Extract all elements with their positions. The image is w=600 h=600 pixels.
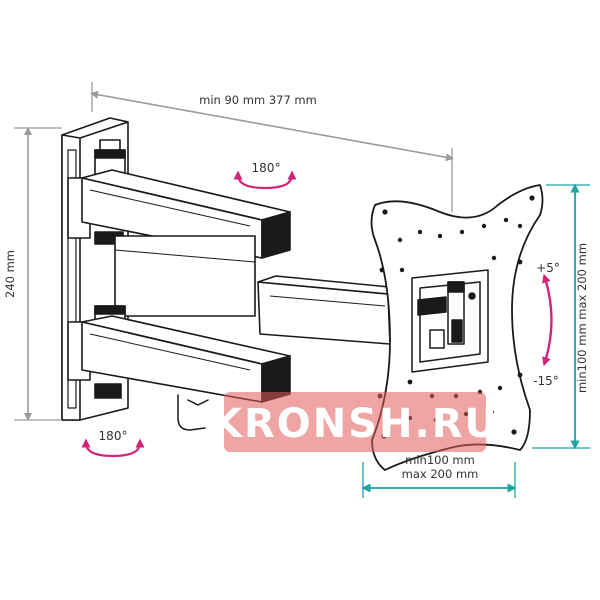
vesa-vertical-dimension: min100 mm max 200 mm xyxy=(532,183,590,450)
tilt-down-label: -15° xyxy=(533,374,559,388)
vesa-vertical-label: min100 mm max 200 mm xyxy=(575,243,589,393)
watermark: KRONSH.RU xyxy=(211,392,499,452)
upper-swivel-indicator: 180° xyxy=(233,161,297,190)
arm-extension-dimension: min 90 mm 377 mm xyxy=(90,82,454,212)
cable-clip xyxy=(177,394,209,431)
tilt-mechanism xyxy=(411,269,489,373)
tilt-up-label: +5° xyxy=(536,261,560,275)
lower-arm xyxy=(67,305,291,403)
tilt-indicator: +5° -15° xyxy=(533,261,560,388)
watermark-text: KRONSH.RU xyxy=(211,401,499,447)
upper-swivel-label: 180° xyxy=(252,161,281,175)
vesa-horizontal-label-1: min100 mm xyxy=(405,453,475,467)
vesa-horizontal-dimension: min100 mm max 200 mm xyxy=(361,453,517,498)
connecting-bar xyxy=(114,235,256,317)
lower-swivel-indicator: 180° xyxy=(81,429,145,458)
vesa-horizontal-label-2: max 200 mm xyxy=(402,467,479,481)
extension-tube xyxy=(257,275,401,345)
arm-extension-label: min 90 mm 377 mm xyxy=(199,93,317,107)
wall-plate-height-dimension: 240 mm xyxy=(3,127,62,421)
lower-swivel-label: 180° xyxy=(99,429,128,443)
wall-plate-height-label: 240 mm xyxy=(3,250,17,298)
